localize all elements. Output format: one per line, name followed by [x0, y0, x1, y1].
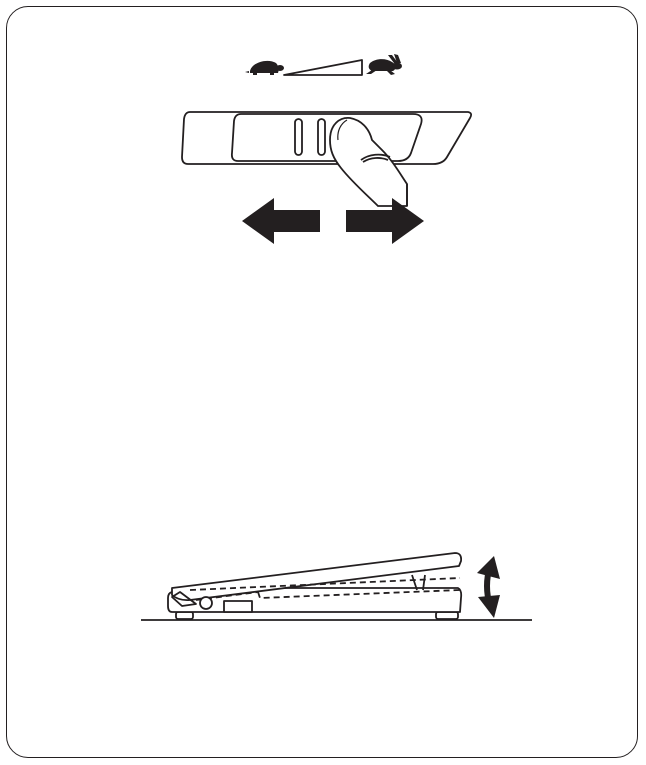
controller-label-plate	[223, 600, 253, 613]
controller-pivot	[199, 596, 213, 610]
foot-right	[435, 611, 459, 620]
speed-indicator	[245, 54, 402, 76]
speed-wedge	[283, 59, 363, 76]
slider-grip-right	[317, 118, 326, 156]
arrow-left-icon	[242, 198, 320, 244]
slide-direction	[242, 198, 424, 244]
tortoise-icon	[245, 60, 284, 75]
slider-grip-left	[294, 118, 303, 156]
foot-left	[175, 611, 194, 620]
hare-icon	[366, 54, 402, 75]
finger-icon	[329, 117, 408, 207]
up-down-arrow-icon	[477, 556, 500, 618]
speed-slider	[181, 111, 473, 207]
illustration-frame	[6, 6, 638, 758]
foot-controller	[141, 552, 532, 621]
arrow-right-icon	[346, 198, 424, 244]
slider-knob	[230, 113, 423, 162]
